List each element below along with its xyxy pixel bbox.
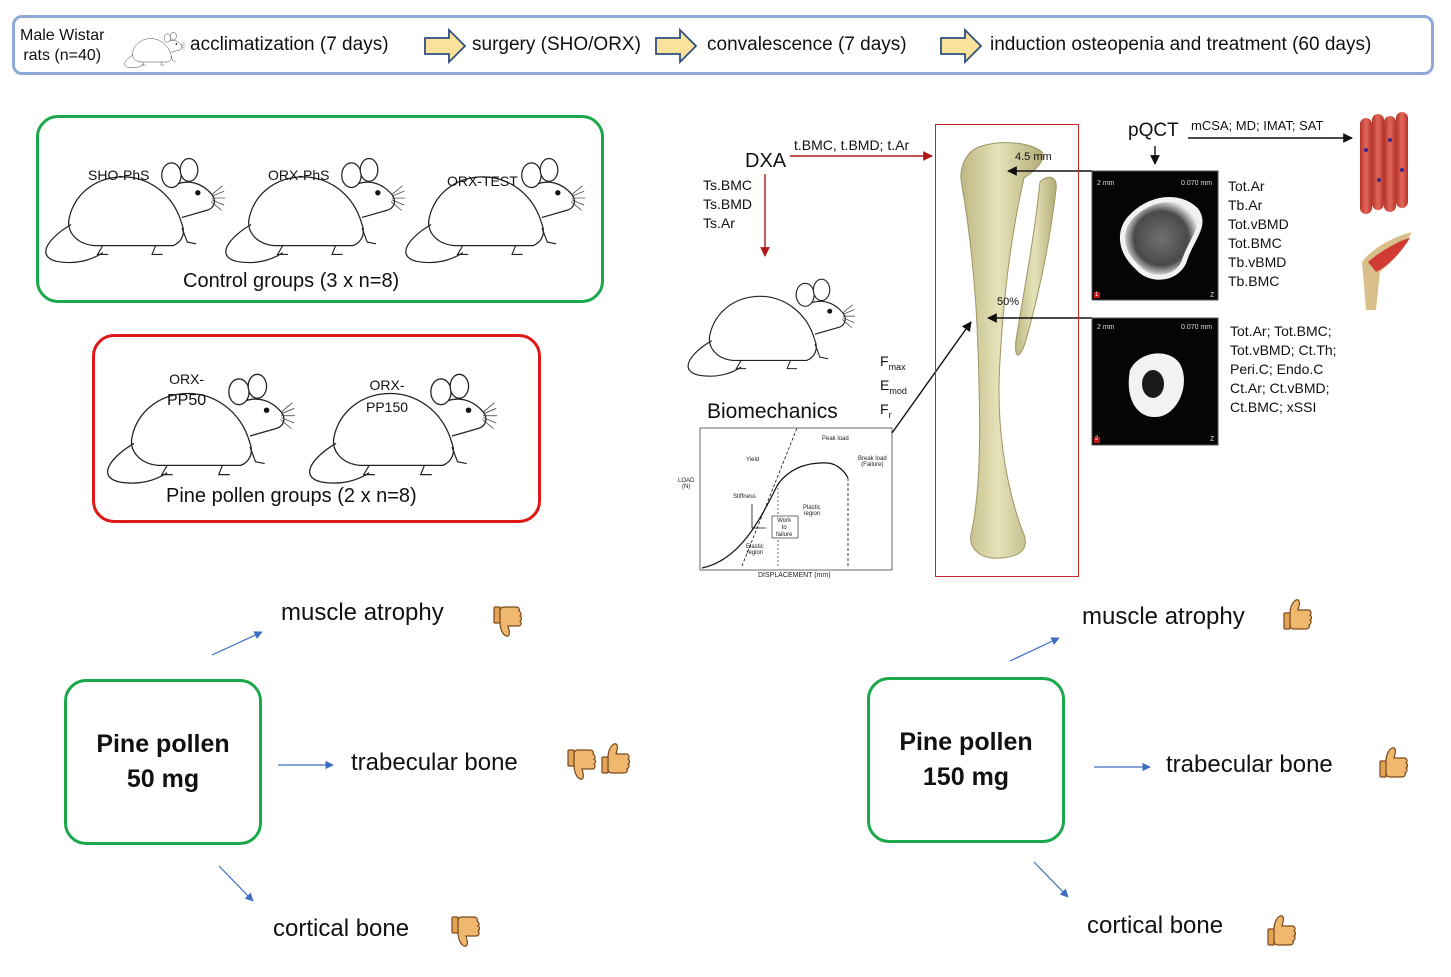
scan2-z: Z (1210, 436, 1215, 443)
step-surgery: surgery (SHO/ORX) (472, 34, 641, 55)
group-orx-pp50: ORX-PP50 (167, 371, 207, 409)
dxa-arrow-label: t.BMC, t.BMD; t.Ar (794, 137, 910, 153)
pqct-cortical-params: Tot.Ar; Tot.BMC;Tot.vBMD; Ct.Th;Peri.C; … (1230, 323, 1337, 415)
group-orx-phs: ORX-PhS (268, 167, 330, 183)
pp50-trabecular-bone: trabecular bone (351, 749, 518, 776)
tibia-bone (960, 142, 1057, 559)
pp150-trabecular-bone: trabecular bone (1166, 751, 1333, 778)
flow-arrows (424, 27, 983, 65)
thumbs-up-icon (1267, 915, 1297, 946)
scan2-scale: 2 mm (1097, 324, 1115, 331)
chart-ylabel: LOAD(N) (678, 478, 695, 490)
biomech-arrow (891, 321, 972, 434)
thumbs-up-icon (1283, 599, 1313, 630)
step-induction: induction osteopenia and treatment (60 d… (990, 34, 1372, 55)
pine-caption: Pine pollen groups (2 x n=8) (166, 485, 417, 507)
pp150-arrows (1009, 637, 1151, 898)
scan1-res: 0.070 mm (1181, 180, 1213, 187)
step-convalescence: convalescence (7 days) (707, 34, 907, 55)
pp50-title-line2: 50 mg (126, 765, 200, 793)
chart-yield-label: Yield (746, 457, 760, 463)
pp50-title-line1: Pine pollen (96, 730, 230, 758)
thumbs-down-icon (493, 606, 523, 637)
bone-mark-4-5mm: 4.5 mm (1015, 151, 1052, 163)
pp150-box: Pine pollen 150 mg (867, 677, 1065, 843)
pqct-label: pQCT (1128, 120, 1179, 141)
pp150-cortical-bone: cortical bone (1087, 912, 1224, 939)
pp150-title-line2: 150 mg (922, 763, 1010, 791)
scan1-z: Z (1210, 292, 1215, 299)
thumbs-down-icon (451, 916, 481, 947)
dxa-rat (687, 278, 856, 377)
bone-image-frame (935, 124, 1079, 577)
control-caption: Control groups (3 x n=8) (183, 270, 400, 292)
pp150-muscle-atrophy: muscle atrophy (1082, 603, 1245, 630)
pine-pollen-groups-box (92, 334, 541, 523)
pqct-muscle-params: mCSA; MD; IMAT; SAT (1191, 118, 1324, 133)
pp50-muscle-atrophy: muscle atrophy (281, 599, 444, 626)
chart-xlabel: DISPLACEMENT (mm) (758, 572, 831, 579)
chart-break-label: Break load(Failure) (858, 456, 887, 468)
thumbs-down-icon (567, 749, 597, 780)
step-acclimatization: acclimatization (7 days) (190, 34, 389, 55)
pp150-title-line1: Pine pollen (899, 728, 1033, 756)
control-groups-box (36, 115, 604, 303)
group-sho-phs: SHO-PhS (88, 167, 150, 183)
leg-muscle (1362, 232, 1412, 310)
bone-mark-50pct: 50% (997, 296, 1020, 308)
biomechanics-title: Biomechanics (707, 400, 838, 423)
dxa-arrows (760, 151, 933, 257)
biomech-params: Fmax Emod Fr (880, 353, 907, 420)
scan1-scale: 2 mm (1097, 180, 1115, 187)
scan2-res: 0.070 mm (1181, 324, 1213, 331)
scan1-index: 1 (1095, 292, 1099, 298)
muscle-fibers (1360, 112, 1408, 214)
pp50-box: Pine pollen 50 mg (64, 679, 262, 845)
thumbs-up-icon (601, 743, 631, 774)
chart-stiffness-label: Stiffness (733, 494, 756, 500)
scan2-index: 2 (1095, 436, 1099, 442)
ct-scan-cortical (1091, 317, 1219, 446)
chart-peak-label: Peak load (822, 436, 849, 442)
group-orx-test: ORX-TEST (447, 173, 518, 189)
group-orx-pp150: ORX-PP150 (366, 377, 409, 415)
thumbs-up-icon (1379, 747, 1409, 778)
ct-scan-trabecular (1091, 170, 1219, 301)
pp50-arrows (211, 631, 334, 902)
study-timeline-box (12, 15, 1434, 75)
pp50-cortical-bone: cortical bone (273, 915, 410, 942)
dxa-label: DXA (745, 150, 787, 172)
load-displacement-chart (699, 427, 893, 571)
